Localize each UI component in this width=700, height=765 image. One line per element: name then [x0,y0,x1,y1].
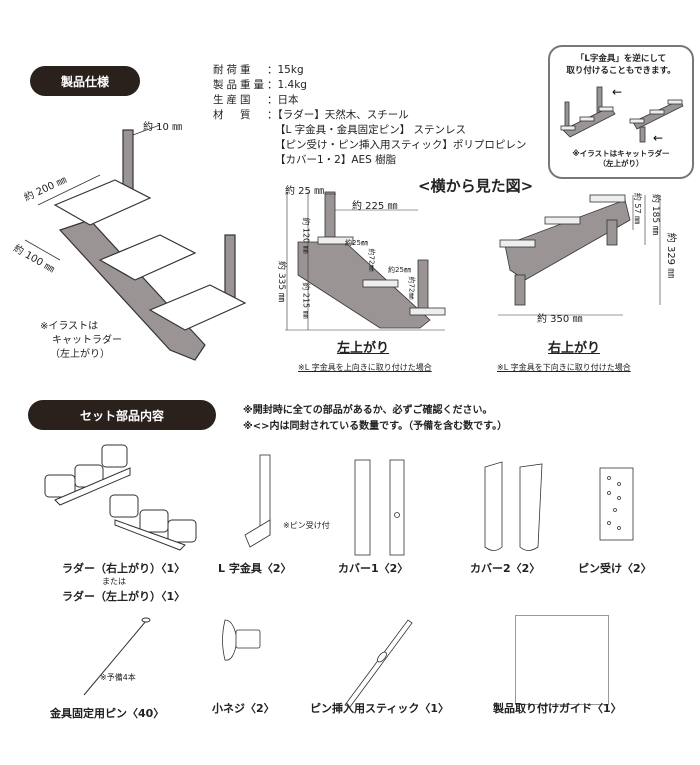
part-label-guide: 製品取り付けガイド〈1〉 [493,702,622,715]
side-view-title: <横から見た図> [418,177,534,195]
dim-label: 約25㎜ [345,239,368,247]
callout-title: 取り付けることもできます。 [566,66,676,76]
screw-image [222,619,261,661]
callout-box: 「L字金具」を逆にして 取り付けることもできます。 ←← ※イラストはキャットラ… [548,45,694,179]
dim-label: 約 185 ㎜ [649,194,660,235]
dim-label: 約72㎜ [407,276,416,300]
part-label-screw: 小ネジ〈2〉 [212,702,275,715]
illustration-note: ※イラストは キャットラダー （左上がり） [40,321,122,360]
spec-row: 製品重量：1.4kg [213,79,307,91]
pin-receiver-image [599,467,634,541]
l-bracket-image [244,454,271,548]
dim-label: 約72㎜ [367,248,376,272]
part-label-pin: 金具固定用ピン〈40〉 [50,707,165,720]
left-rising-label: 左上がり [337,341,390,356]
dim-label: 約 120 ㎜ [301,217,311,254]
dim-label: 約 25 ㎜ [285,186,325,197]
dim-depth: 約 10 ㎜ [143,122,183,133]
spec-section-header: 製品仕様 [30,66,140,96]
svg-text:←: ← [653,131,663,145]
spec-row: 材 質：【ラダー】天然木、スチール [213,109,409,121]
material-line: 【ピン受け・ピン挿入用スティック】ポリプロピレン [275,139,527,151]
pin-note: ※予備4本 [100,673,136,682]
material-line: 【L 字金具・金具固定ピン】 ステンレス [275,124,467,136]
dim-label: 約 225 ㎜ [352,201,398,212]
parts-notes: ※開封時に全ての部品があるか、必ずご確認ください。 ※<>内は同封されている数量… [243,405,508,432]
right-rising-diagram [498,194,661,316]
dim-label: 約25㎜ [388,266,411,274]
ladder-parts-image [44,444,197,551]
right-rising-label: 右上がり [548,341,601,356]
dim-label: 約 215 ㎜ [301,282,311,319]
cover2-image [484,461,543,551]
l-bracket-note: ※ピン受け付 [283,521,330,530]
ladder-illustration [24,124,247,361]
part-label-pin-receiver: ピン受け〈2〉 [578,562,652,575]
spec-list: 耐荷重：15kg 製品重量：1.4kg 生産国：日本 材 質：【ラダー】天然木、… [213,63,526,168]
part-label-l-bracket: L 字金具〈2〉 [218,562,292,575]
spec-row: 生産国：日本 [213,94,299,106]
dim-label: 約 329 ㎜ [665,232,677,279]
guide-image [515,615,609,705]
spec-row: 耐荷重：15kg [213,64,304,76]
part-label-cover1: カバー1〈2〉 [338,562,409,575]
callout-ladders-icon: ←← [560,85,684,145]
parts-section-header: セット部品内容 [28,400,216,430]
left-rising-note: ※L 字金具を上向きに取り付けた場合 [298,363,432,372]
dim-label: 約 350 ㎜ [537,314,583,325]
material-line: 【カバー1・2】AES 樹脂 [275,154,397,166]
svg-text:←: ← [612,85,622,99]
part-label-stick: ピン挿入用スティック〈1〉 [310,702,449,715]
stick-image [344,619,413,708]
pin-image [83,617,151,696]
part-label-ladder-left: ラダー（左上がり）〈1〉 [62,590,186,603]
dim-label: 約 335 ㎜ [275,261,286,302]
cover1-image [354,459,405,556]
right-rising-note: ※L 字金具を下向きに取り付けた場合 [497,363,631,372]
callout-title: 「L字金具」を逆にして [575,54,667,64]
part-label-or: または [102,577,126,586]
part-label-cover2: カバー2〈2〉 [470,562,541,575]
dim-label: 約 57 ㎜ [633,192,643,225]
left-rising-diagram [285,191,446,331]
part-label-ladder-right: ラダー（右上がり）〈1〉 [62,562,186,575]
